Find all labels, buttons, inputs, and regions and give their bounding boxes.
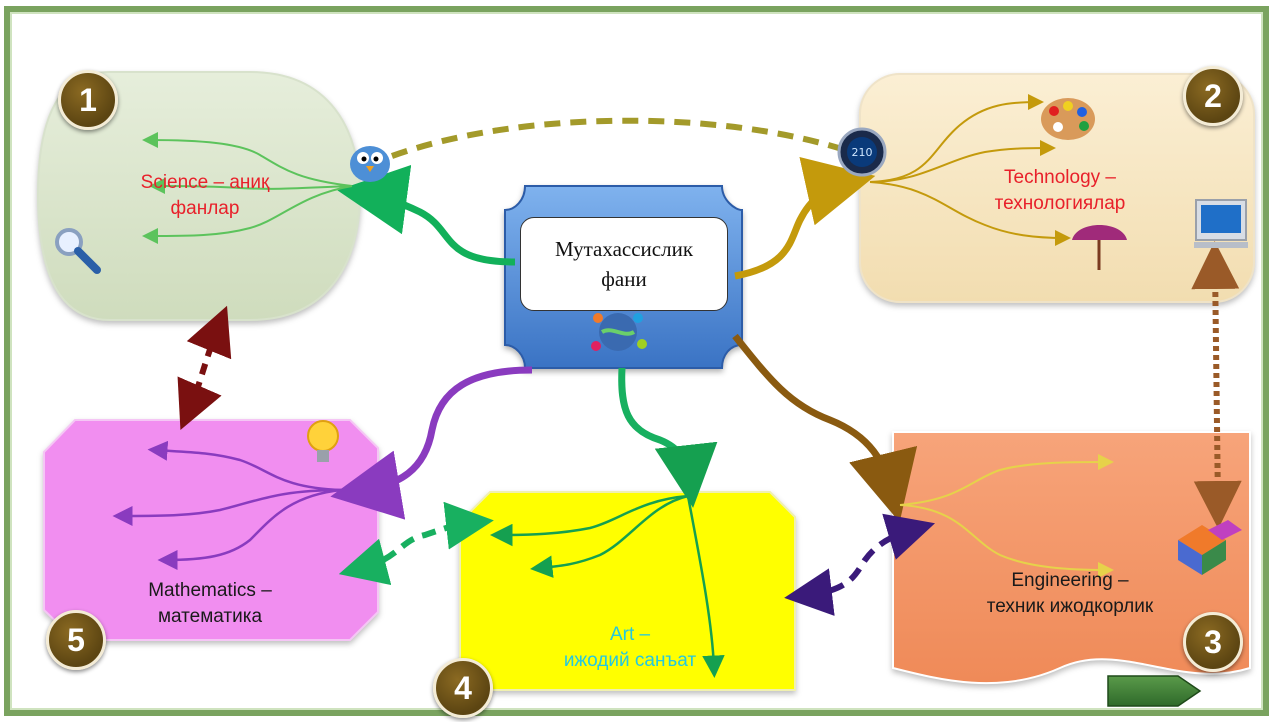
engineering-label-line1: Engineering –: [1011, 570, 1129, 591]
svg-text:210: 210: [852, 146, 873, 159]
bird-icon: [350, 146, 390, 182]
technology-label: Technology – технологиялар: [960, 165, 1160, 217]
monitor-icon: [1194, 199, 1248, 248]
link-science-math: [177, 305, 232, 431]
blocks-icon: [1178, 520, 1242, 575]
center-topic-line2: фани: [601, 267, 647, 291]
science-branches: [142, 132, 353, 244]
link-center-science: [337, 164, 516, 266]
math-label-line2: математика: [157, 606, 263, 627]
engineering-node-shape: [892, 431, 1251, 685]
umbrella-icon: [1072, 225, 1127, 270]
technology-branches: [869, 94, 1071, 246]
math-node-shape: [43, 419, 379, 641]
math-label: Mathematics – математика: [110, 578, 310, 630]
science-node-shape: [36, 71, 362, 321]
badge-4: 4: [433, 658, 493, 718]
next-arrow-icon[interactable]: [1107, 675, 1202, 707]
badge-5: 5: [46, 610, 106, 670]
art-branches: [490, 494, 725, 678]
center-topic-line1: Мутахассислик: [554, 237, 694, 261]
science-label-line2: фанлар: [170, 198, 240, 219]
technology-label-line2: технологиялар: [994, 193, 1126, 214]
science-label: Science – аниқ фанлар: [105, 170, 305, 222]
link-technology-engineering: [1191, 241, 1242, 529]
art-label: Art – ижодий санъат: [530, 622, 730, 674]
link-center-engineering: [732, 333, 918, 523]
art-label-line2: ижодий санъат: [563, 650, 697, 671]
engineering-label-line2: техник ижодкорлик: [986, 596, 1154, 617]
technology-label-line1: Technology –: [1004, 167, 1116, 188]
math-label-line1: Mathematics –: [148, 580, 272, 601]
palette-icon: [1041, 98, 1095, 140]
lightbulb-icon: [307, 420, 339, 462]
link-center-math: [330, 366, 533, 520]
link-center-art: [618, 367, 718, 508]
engineering-label: Engineering – техник ижодкорлик: [950, 568, 1190, 620]
center-topic: Мутахассислик фани: [520, 217, 728, 311]
art-label-line1: Art –: [609, 624, 651, 645]
link-art-engineering: [784, 513, 936, 616]
link-math-art: [338, 501, 494, 586]
badge-1: 1: [58, 70, 118, 130]
engineering-branches: [899, 454, 1114, 578]
badge-2: 2: [1183, 66, 1243, 126]
science-label-line1: Science – аниқ: [140, 172, 270, 193]
magnifier-icon: [55, 228, 101, 274]
link-center-technology: [734, 156, 876, 280]
badge-3: 3: [1183, 612, 1243, 672]
gauge-icon: 210: [837, 127, 887, 177]
math-branches: [112, 440, 343, 570]
link-science-technology: [390, 117, 846, 159]
globe-icon: [591, 313, 647, 351]
